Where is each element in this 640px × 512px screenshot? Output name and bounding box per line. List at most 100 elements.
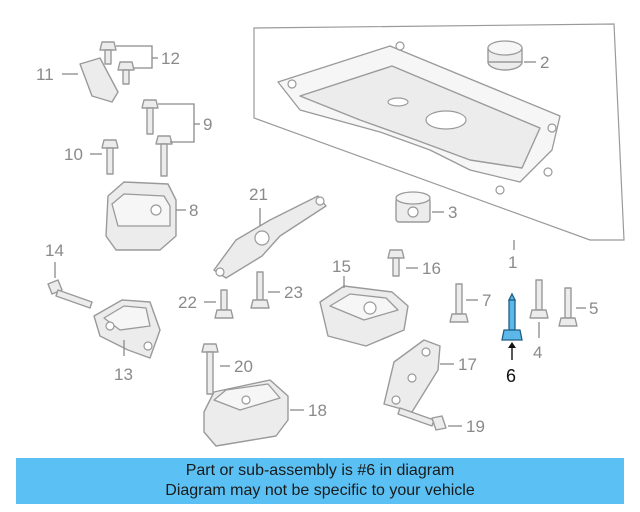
callout-13: 13 xyxy=(114,365,133,384)
bolt-9b-head xyxy=(155,135,173,145)
subframe-top-plate xyxy=(299,65,541,169)
mount-15-group: 15 xyxy=(319,257,409,347)
bolt-14-group: 14 xyxy=(45,241,93,309)
bushing-top-group: 2 xyxy=(487,40,549,72)
banner-line-1: Part or sub-assembly is #6 in diagram xyxy=(185,462,455,479)
bolt-12a-head xyxy=(99,41,117,51)
mount-18-hole xyxy=(241,395,251,405)
leader-6-arrow xyxy=(508,342,516,348)
bolt-22-shank xyxy=(220,289,228,311)
bolt-20-group: 20 xyxy=(201,343,253,395)
bolt-9a-shank xyxy=(146,107,154,135)
callout-21: 21 xyxy=(249,185,268,204)
bracket-17-group: 17 xyxy=(383,339,477,413)
bolt-6-shank xyxy=(508,299,516,331)
callout-7: 7 xyxy=(482,291,491,310)
bolt-10-group: 10 xyxy=(64,139,119,175)
callout-5: 5 xyxy=(589,299,598,318)
leader-9 xyxy=(158,103,195,143)
torque-arm-21-hole xyxy=(315,196,325,206)
bracket-17-hole xyxy=(407,373,417,383)
bracket-17-hole xyxy=(421,347,431,357)
bracket-13-hole xyxy=(143,341,153,351)
callout-4: 4 xyxy=(533,343,542,362)
bolt-4-group: 4 xyxy=(529,279,549,362)
callout-8: 8 xyxy=(189,201,198,220)
bolt-5-group: 5 xyxy=(558,287,598,327)
bolt-4-head xyxy=(529,309,549,319)
callout-14: 14 xyxy=(45,241,64,260)
bolt-23-head xyxy=(250,299,270,309)
bolt-4-shank xyxy=(535,279,543,311)
bracket-11 xyxy=(79,57,119,103)
callout-12: 12 xyxy=(161,49,180,68)
bolt-7-shank xyxy=(455,283,463,315)
bolt-9a-head xyxy=(141,99,159,109)
bolt-22-group: 22 xyxy=(178,289,234,319)
mount-15-hole xyxy=(363,301,377,315)
callout-19: 19 xyxy=(466,417,485,436)
bolt-16-group: 16 xyxy=(387,249,441,278)
callout-3: 3 xyxy=(448,203,457,222)
callout-10: 10 xyxy=(64,145,83,164)
subframe-mount-hole xyxy=(547,123,557,133)
bracket-17-hole xyxy=(391,395,401,405)
callout-17: 17 xyxy=(458,355,477,374)
subframe-outline-box xyxy=(253,23,625,241)
bolt-9b-shank xyxy=(160,143,168,177)
callout-16: 16 xyxy=(422,259,441,278)
bolt-20-head xyxy=(201,343,219,353)
callout-9: 9 xyxy=(203,115,212,134)
callout-22: 22 xyxy=(178,293,197,312)
subframe-mount-hole xyxy=(395,41,405,51)
banner-line-2: Diagram may not be specific to your vehi… xyxy=(165,482,475,499)
bolt-22-head xyxy=(214,309,234,319)
callout-6: 6 xyxy=(506,366,516,386)
bolt-6-tip xyxy=(507,292,517,301)
bolt-12b-shank xyxy=(122,69,130,85)
bolt-10-head xyxy=(101,139,119,149)
subframe-mount-hole xyxy=(287,79,297,89)
torque-arm-21 xyxy=(213,195,327,279)
bolt-10-shank xyxy=(106,147,114,175)
bolt-20-shank xyxy=(206,351,214,395)
callout-23: 23 xyxy=(284,283,303,302)
callout-20: 20 xyxy=(234,357,253,376)
subframe-mount-hole xyxy=(495,185,505,195)
bracket-13-top xyxy=(103,305,151,331)
bolt-23-shank xyxy=(256,271,264,301)
bracket-13-hole xyxy=(105,321,115,331)
bushing-lower-group: 3 xyxy=(395,191,457,223)
bolt-7-group: 7 xyxy=(449,283,491,323)
bolt-19-shank xyxy=(397,407,435,427)
subframe-hole xyxy=(425,110,467,130)
bolt-23-group: 23 xyxy=(250,271,303,309)
bolt-7-head xyxy=(449,313,469,323)
torque-arm-21-hole xyxy=(215,267,225,277)
bushing-lower-face xyxy=(395,191,431,205)
bracket-13-group: 13 xyxy=(93,299,161,384)
bolt-6-highlighted-group: 6 xyxy=(501,292,523,386)
bushing-top-face xyxy=(487,40,523,56)
bolt-16-head xyxy=(387,249,405,259)
torque-arm-21-bush xyxy=(254,230,270,246)
part-info-banner: Part or sub-assembly is #6 in diagram Di… xyxy=(16,458,624,504)
bolts-12-group: 12 xyxy=(99,41,180,85)
bolt-12a-shank xyxy=(104,49,112,65)
torque-arm-21-group: 21 xyxy=(213,185,327,279)
bolt-5-head xyxy=(558,317,578,327)
callout-18: 18 xyxy=(308,401,327,420)
bolt-19-group: 19 xyxy=(397,407,485,436)
bolt-12b-head xyxy=(117,61,135,71)
callout-1: 1 xyxy=(508,253,517,272)
subframe-assembly-group: 1 xyxy=(253,23,625,272)
callout-11: 11 xyxy=(36,65,54,84)
callout-2: 2 xyxy=(540,53,549,72)
engine-mount-8-top xyxy=(111,193,171,227)
parts-diagram: 1 2 3 4 5 6 xyxy=(36,23,625,447)
engine-mount-8-group: 8 xyxy=(105,181,198,251)
callout-15: 15 xyxy=(332,257,351,276)
bolt-5-shank xyxy=(564,287,572,319)
bolts-9-group: 9 xyxy=(141,99,212,177)
mount-18-group: 18 xyxy=(203,379,327,447)
